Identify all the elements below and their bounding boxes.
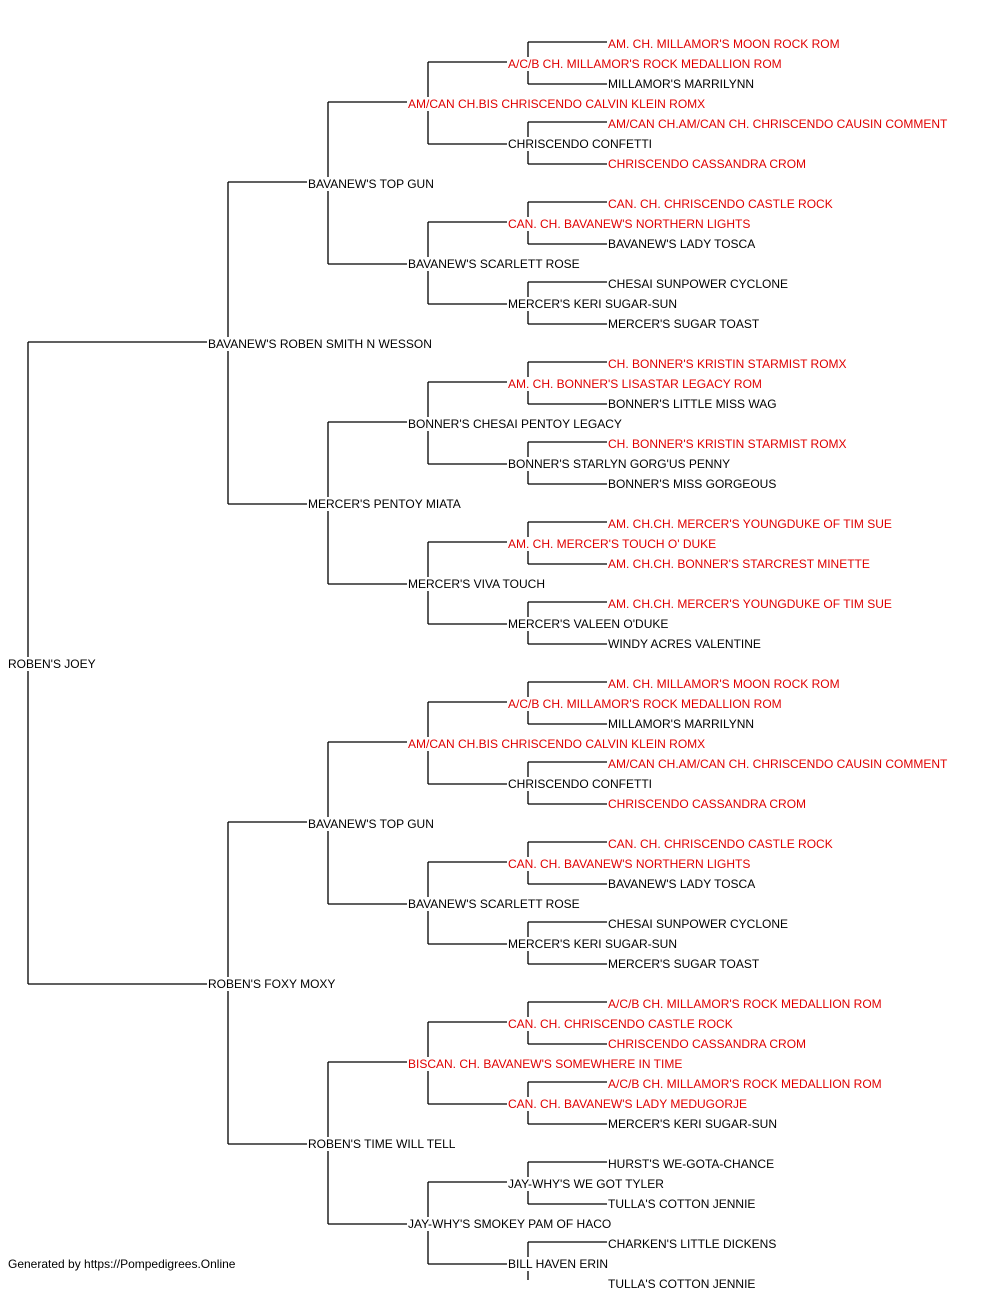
dog-name-gen2: ROBEN'S TIME WILL TELL — [307, 1137, 457, 1151]
dog-name-gen5: AM. CH.CH. BONNER'S STARCREST MINETTE — [607, 557, 871, 571]
dog-name-gen4: MERCER'S VALEEN O'DUKE — [507, 617, 670, 631]
generated-by-footer: Generated by https://Pompedigrees.Online — [8, 1257, 236, 1271]
dog-name-gen5: BONNER'S MISS GORGEOUS — [607, 477, 778, 491]
dog-name-gen4: CAN. CH. BAVANEW'S LADY MEDUGORJE — [507, 1097, 748, 1111]
dog-name-gen4: AM. CH. MERCER'S TOUCH O' DUKE — [507, 537, 718, 551]
dog-name-gen5: MERCER'S KERI SUGAR-SUN — [607, 1117, 778, 1131]
dog-name-gen3: BONNER'S CHESAI PENTOY LEGACY — [407, 417, 623, 431]
dog-name-gen2: BAVANEW'S TOP GUN — [307, 177, 435, 191]
dog-name-gen4: MERCER'S KERI SUGAR-SUN — [507, 937, 678, 951]
dog-name-gen3: BAVANEW'S SCARLETT ROSE — [407, 897, 581, 911]
dog-name-gen5: CAN. CH. CHRISCENDO CASTLE ROCK — [607, 197, 834, 211]
dog-name-gen4: CAN. CH. BAVANEW'S NORTHERN LIGHTS — [507, 857, 752, 871]
dog-name-gen3: AM/CAN CH.BIS CHRISCENDO CALVIN KLEIN RO… — [407, 737, 707, 751]
dog-name-gen5: AM. CH. MILLAMOR'S MOON ROCK ROM — [607, 37, 841, 51]
dog-name-gen5: AM/CAN CH.AM/CAN CH. CHRISCENDO CAUSIN C… — [607, 757, 949, 771]
dog-name-gen5: TULLA'S COTTON JENNIE — [607, 1277, 757, 1291]
dog-name-gen4: JAY-WHY'S WE GOT TYLER — [507, 1177, 665, 1191]
dog-name-gen3: BISCAN. CH. BAVANEW'S SOMEWHERE IN TIME — [407, 1057, 684, 1071]
dog-name-gen5: CHRISCENDO CASSANDRA CROM — [607, 1037, 808, 1051]
dog-name-gen4: CHRISCENDO CONFETTI — [507, 777, 653, 791]
dog-name-gen4: MERCER'S KERI SUGAR-SUN — [507, 297, 678, 311]
dog-name-gen5: BONNER'S LITTLE MISS WAG — [607, 397, 778, 411]
dog-name-gen1: ROBEN'S FOXY MOXY — [207, 977, 337, 991]
dog-name-gen3: BAVANEW'S SCARLETT ROSE — [407, 257, 581, 271]
dog-name-gen4: CHRISCENDO CONFETTI — [507, 137, 653, 151]
dog-name-gen5: CHRISCENDO CASSANDRA CROM — [607, 157, 808, 171]
dog-name-gen4: CAN. CH. CHRISCENDO CASTLE ROCK — [507, 1017, 734, 1031]
dog-name-gen5: CHESAI SUNPOWER CYCLONE — [607, 917, 790, 931]
dog-name-gen5: HURST'S WE-GOTA-CHANCE — [607, 1157, 776, 1171]
dog-name-gen4: A/C/B CH. MILLAMOR'S ROCK MEDALLION ROM — [507, 57, 783, 71]
dog-name-gen5: AM. CH.CH. MERCER'S YOUNGDUKE OF TIM SUE — [607, 597, 893, 611]
dog-name-gen3: AM/CAN CH.BIS CHRISCENDO CALVIN KLEIN RO… — [407, 97, 707, 111]
dog-name-gen5: CAN. CH. CHRISCENDO CASTLE ROCK — [607, 837, 834, 851]
dog-name-gen5: MERCER'S SUGAR TOAST — [607, 317, 761, 331]
dog-name-gen5: MILLAMOR'S MARRILYNN — [607, 77, 756, 91]
dog-name-gen5: CHRISCENDO CASSANDRA CROM — [607, 797, 808, 811]
dog-name-gen4: BILL HAVEN ERIN — [507, 1257, 610, 1271]
dog-name-gen3: JAY-WHY'S SMOKEY PAM OF HACO — [407, 1217, 613, 1231]
dog-name-gen4: BONNER'S STARLYN GORG'US PENNY — [507, 457, 732, 471]
dog-name-gen5: AM. CH. MILLAMOR'S MOON ROCK ROM — [607, 677, 841, 691]
dog-name-gen5: CH. BONNER'S KRISTIN STARMIST ROMX — [607, 357, 848, 371]
dog-name-gen2: BAVANEW'S TOP GUN — [307, 817, 435, 831]
dog-name-gen5: CH. BONNER'S KRISTIN STARMIST ROMX — [607, 437, 848, 451]
dog-name-gen4: CAN. CH. BAVANEW'S NORTHERN LIGHTS — [507, 217, 752, 231]
dog-name-gen5: A/C/B CH. MILLAMOR'S ROCK MEDALLION ROM — [607, 997, 883, 1011]
dog-name-gen5: BAVANEW'S LADY TOSCA — [607, 877, 757, 891]
dog-name-gen5: MILLAMOR'S MARRILYNN — [607, 717, 756, 731]
dog-name-gen5: A/C/B CH. MILLAMOR'S ROCK MEDALLION ROM — [607, 1077, 883, 1091]
dog-name-gen2: MERCER'S PENTOY MIATA — [307, 497, 462, 511]
dog-name-gen3: MERCER'S VIVA TOUCH — [407, 577, 546, 591]
dog-name-gen5: MERCER'S SUGAR TOAST — [607, 957, 761, 971]
dog-name-gen5: TULLA'S COTTON JENNIE — [607, 1197, 757, 1211]
dog-name-gen5: AM. CH.CH. MERCER'S YOUNGDUKE OF TIM SUE — [607, 517, 893, 531]
dog-name-gen1: BAVANEW'S ROBEN SMITH N WESSON — [207, 337, 433, 351]
dog-name-gen0: ROBEN'S JOEY — [7, 657, 97, 671]
dog-name-gen4: AM. CH. BONNER'S LISASTAR LEGACY ROM — [507, 377, 763, 391]
dog-name-gen5: BAVANEW'S LADY TOSCA — [607, 237, 757, 251]
dog-name-gen5: CHESAI SUNPOWER CYCLONE — [607, 277, 790, 291]
dog-name-gen5: CHARKEN'S LITTLE DICKENS — [607, 1237, 778, 1251]
dog-name-gen4: A/C/B CH. MILLAMOR'S ROCK MEDALLION ROM — [507, 697, 783, 711]
dog-name-gen5: WINDY ACRES VALENTINE — [607, 637, 762, 651]
dog-name-gen5: AM/CAN CH.AM/CAN CH. CHRISCENDO CAUSIN C… — [607, 117, 949, 131]
